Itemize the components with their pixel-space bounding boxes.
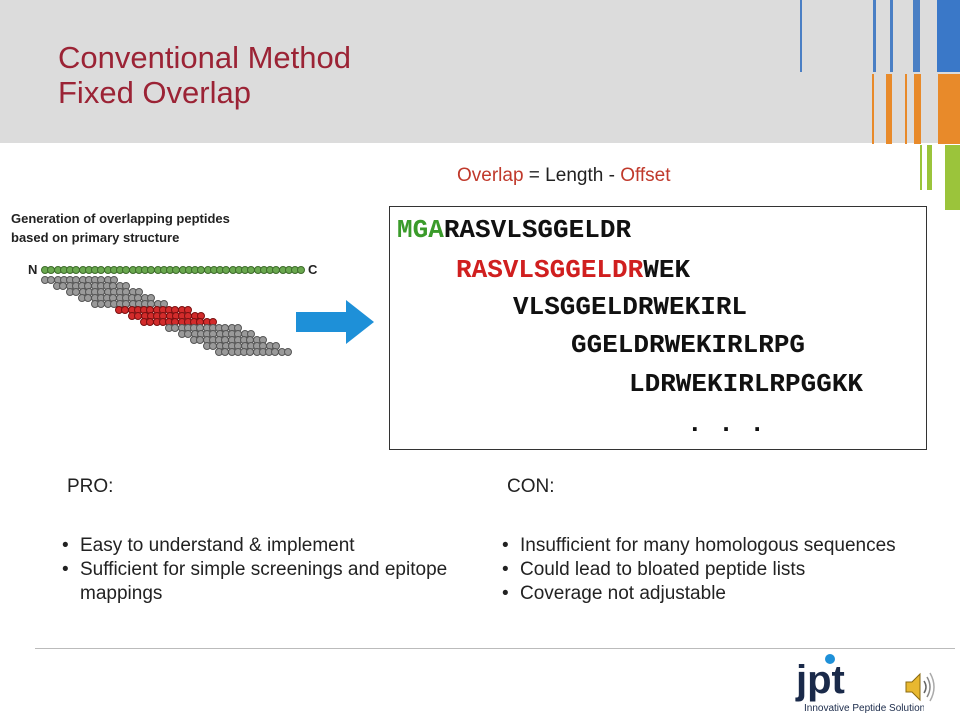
right-arrow-icon xyxy=(296,300,374,344)
sequence-row-2-overlap: RASVLSGGELDR xyxy=(456,255,644,285)
logo-tagline: Innovative Peptide Solutions xyxy=(804,703,924,714)
sequence-row-1-offset: MGA xyxy=(397,215,444,245)
sequence-row-2-rest: WEK xyxy=(643,255,691,285)
peptide-residue-dot xyxy=(297,266,306,274)
sequence-ellipsis: . . . xyxy=(687,409,766,439)
sequence-row-1-rest: RASVLSGGELDR xyxy=(443,215,632,245)
deco-bar xyxy=(937,0,960,72)
deco-bar xyxy=(872,74,874,144)
deco-bar xyxy=(938,74,960,144)
pro-item: Easy to understand & implement xyxy=(60,534,460,558)
peptide-residue-dot xyxy=(283,348,292,356)
slide-title: Conventional Method Fixed Overlap xyxy=(58,40,351,110)
con-item: Could lead to bloated peptide lists xyxy=(500,558,910,582)
formula-overlap: Overlap xyxy=(457,165,524,186)
deco-bar xyxy=(890,0,893,72)
sequence-row-1: MGARASVLSGGELDR xyxy=(397,215,631,245)
deco-bar xyxy=(927,145,932,190)
pro-heading: PRO: xyxy=(67,476,114,497)
deco-bar xyxy=(800,0,802,72)
sequence-box: MGARASVLSGGELDR RASVLSGGELDRWEK VLSGGELD… xyxy=(389,206,927,450)
con-heading: CON: xyxy=(507,476,555,497)
deco-bar xyxy=(914,74,921,144)
title-line-1: Conventional Method xyxy=(58,40,351,75)
n-terminus-label: N xyxy=(28,262,38,277)
deco-bar xyxy=(945,145,960,210)
diagram-label: Generation of overlapping peptides based… xyxy=(11,209,351,247)
deco-bar xyxy=(886,74,892,144)
con-item: Coverage not adjustable xyxy=(500,582,910,606)
footer-divider xyxy=(35,648,955,649)
formula-offset: Offset xyxy=(620,165,671,186)
con-list: Insufficient for many homologous sequenc… xyxy=(500,534,910,606)
speaker-icon[interactable] xyxy=(900,670,940,704)
logo-text: jpt xyxy=(795,658,845,702)
jpt-logo: jpt Innovative Peptide Solutions xyxy=(795,654,924,714)
diagram-label-line-2: based on primary structure xyxy=(11,230,180,245)
con-item: Insufficient for many homologous sequenc… xyxy=(500,534,910,558)
title-line-2: Fixed Overlap xyxy=(58,75,251,110)
deco-bar xyxy=(920,145,922,190)
sequence-row-4: GGELDRWEKIRLRPG xyxy=(571,330,806,360)
pro-list: Easy to understand & implement Sufficien… xyxy=(60,534,460,606)
deco-bar xyxy=(905,74,907,144)
sequence-row-2: RASVLSGGELDRWEK xyxy=(456,255,690,285)
deco-bar xyxy=(913,0,920,72)
overlap-formula: Overlap = Length - Offset xyxy=(457,165,671,187)
sequence-row-5: LDRWEKIRLRPGGKK xyxy=(629,369,864,399)
c-terminus-label: C xyxy=(308,262,318,277)
pro-item: Sufficient for simple screenings and epi… xyxy=(60,558,460,606)
deco-bar xyxy=(873,0,876,72)
diagram-label-line-1: Generation of overlapping peptides xyxy=(11,211,230,226)
formula-equals: = Length - xyxy=(523,165,621,186)
sequence-row-3: VLSGGELDRWEKIRL xyxy=(513,292,748,322)
